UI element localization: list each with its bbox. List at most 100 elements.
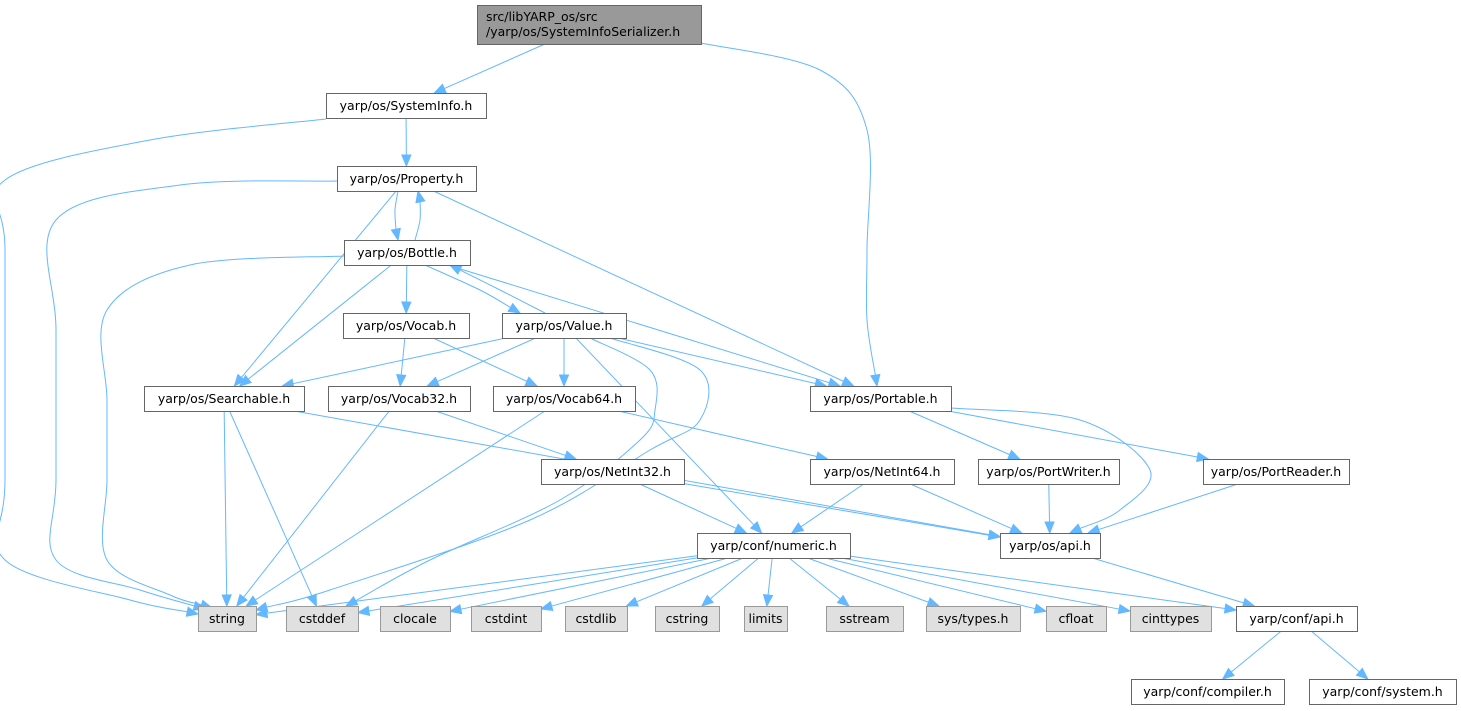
node-vocab[interactable]: yarp/os/Vocab.h — [343, 313, 470, 339]
node-label: yarp/conf/system.h — [1322, 684, 1442, 699]
node-box — [286, 606, 359, 632]
node-portreader[interactable]: yarp/os/PortReader.h — [1203, 459, 1350, 485]
node-label: yarp/conf/api.h — [1249, 611, 1343, 626]
edge-portable-to-portwriter — [909, 410, 1021, 460]
arrowhead-icon — [870, 373, 881, 388]
node-searchable[interactable]: yarp/os/Searchable.h — [144, 386, 305, 412]
edge-line — [709, 557, 760, 600]
edge-confapi-to-compiler — [1221, 630, 1282, 680]
node-cstring: cstring — [655, 606, 720, 632]
arrowhead-icon — [448, 264, 463, 275]
edge-line — [459, 269, 546, 314]
node-system[interactable]: yarp/conf/system.h — [1309, 679, 1457, 705]
edge-vocab64-to-string — [245, 410, 546, 607]
arrowhead-icon — [221, 594, 232, 608]
node-confapi[interactable]: yarp/conf/api.h — [1236, 606, 1358, 632]
node-systeminfo[interactable]: yarp/os/SystemInfo.h — [326, 93, 487, 119]
node-label: cstddef — [299, 611, 346, 626]
edge-line — [825, 557, 1036, 610]
arrowhead-icon — [390, 227, 401, 242]
edge-value-to-portable — [618, 337, 828, 389]
arrowhead-icon — [1223, 603, 1238, 614]
edge-line — [405, 264, 408, 303]
edges-layer — [0, 42, 1369, 680]
node-label: cstdint — [485, 611, 528, 626]
node-label: yarp/os/Property.h — [350, 171, 464, 186]
edge-line — [807, 557, 929, 603]
edge-bottle-to-vocab — [401, 264, 412, 315]
edge-searchable-to-cstddef — [229, 410, 317, 608]
node-label: yarp/conf/compiler.h — [1143, 684, 1272, 699]
arrowhead-icon — [625, 596, 640, 607]
edge-numeric-to-confapi — [849, 555, 1238, 614]
arrowhead-icon — [840, 376, 855, 387]
edge-line — [700, 42, 876, 376]
node-box — [1131, 679, 1285, 705]
node-value[interactable]: yarp/os/Value.h — [502, 313, 627, 339]
node-label: yarp/os/Portable.h — [823, 391, 937, 406]
edge-numeric-to-cstdlib — [625, 557, 744, 607]
edge-vocab32-to-netint32 — [435, 410, 578, 461]
node-numeric[interactable]: yarp/conf/numeric.h — [697, 533, 851, 559]
arrowhead-icon — [987, 529, 1002, 541]
node-label: yarp/os/Vocab.h — [356, 318, 456, 333]
edge-line — [683, 483, 990, 536]
node-box — [926, 606, 1021, 632]
edge-line — [636, 557, 744, 603]
node-label: yarp/os/Vocab64.h — [506, 391, 622, 406]
arrowhead-icon — [1068, 523, 1083, 534]
node-label: sstream — [839, 611, 889, 626]
arrowhead-icon — [790, 522, 805, 534]
node-label: yarp/os/Value.h — [516, 318, 613, 333]
edge-line — [223, 410, 228, 596]
edge-line — [433, 190, 844, 382]
edge-netint32-to-numeric — [639, 483, 748, 534]
node-netint32[interactable]: yarp/os/NetInt32.h — [541, 459, 685, 485]
edge-value-to-vocab32 — [426, 337, 536, 387]
arrowhead-icon — [238, 374, 252, 387]
node-netint64[interactable]: yarp/os/NetInt64.h — [810, 459, 955, 485]
node-root[interactable]: src/libYARP_os/src/yarp/os/SystemInfoSer… — [477, 5, 702, 45]
node-bottle[interactable]: yarp/os/Bottle.h — [344, 240, 471, 266]
arrowhead-icon — [433, 83, 447, 94]
edge-portreader-to-osapi — [1086, 483, 1238, 535]
node-box — [978, 459, 1120, 485]
edge-searchable-to-string — [221, 410, 232, 608]
edge-line — [241, 190, 397, 378]
edge-line — [368, 557, 698, 612]
node-osapi[interactable]: yarp/os/api.h — [1000, 533, 1101, 559]
edge-line — [1098, 483, 1238, 531]
edge-line — [229, 410, 313, 597]
arrowhead-icon — [401, 301, 412, 315]
edge-line — [243, 410, 390, 598]
edge-property-to-bottle — [390, 190, 401, 242]
edge-line — [266, 555, 698, 614]
node-compiler[interactable]: yarp/conf/compiler.h — [1131, 679, 1285, 705]
edge-line — [1230, 630, 1282, 673]
edge-portwriter-to-osapi — [1044, 483, 1055, 535]
node-vocab64[interactable]: yarp/os/Vocab64.h — [493, 386, 636, 412]
arrowhead-icon — [245, 595, 259, 607]
node-portable[interactable]: yarp/os/Portable.h — [810, 386, 952, 412]
nodes-layer: src/libYARP_os/src/yarp/os/SystemInfoSer… — [144, 5, 1457, 705]
node-portwriter[interactable]: yarp/os/PortWriter.h — [978, 459, 1120, 485]
arrowhead-icon — [254, 607, 269, 619]
node-box — [744, 606, 788, 632]
arrowhead-icon — [524, 376, 539, 387]
node-cstdlib: cstdlib — [565, 606, 628, 632]
node-property[interactable]: yarp/os/Property.h — [337, 166, 477, 192]
edge-bottle-to-value — [424, 264, 522, 314]
arrowhead-icon — [1355, 667, 1369, 680]
arrowhead-icon — [448, 603, 463, 615]
node-box — [477, 5, 702, 45]
edge-numeric-to-cfloat — [825, 557, 1048, 614]
edge-line — [1048, 483, 1051, 523]
edge-vocab-to-vocab64 — [432, 337, 539, 387]
edge-portable-to-osapi — [950, 407, 1152, 534]
edge-numeric-to-clocale — [448, 557, 713, 615]
edge-line — [767, 557, 773, 596]
node-box — [1236, 606, 1358, 632]
node-vocab32[interactable]: yarp/os/Vocab32.h — [328, 386, 471, 412]
arrowhead-icon — [1117, 603, 1132, 615]
node-box — [144, 386, 305, 412]
